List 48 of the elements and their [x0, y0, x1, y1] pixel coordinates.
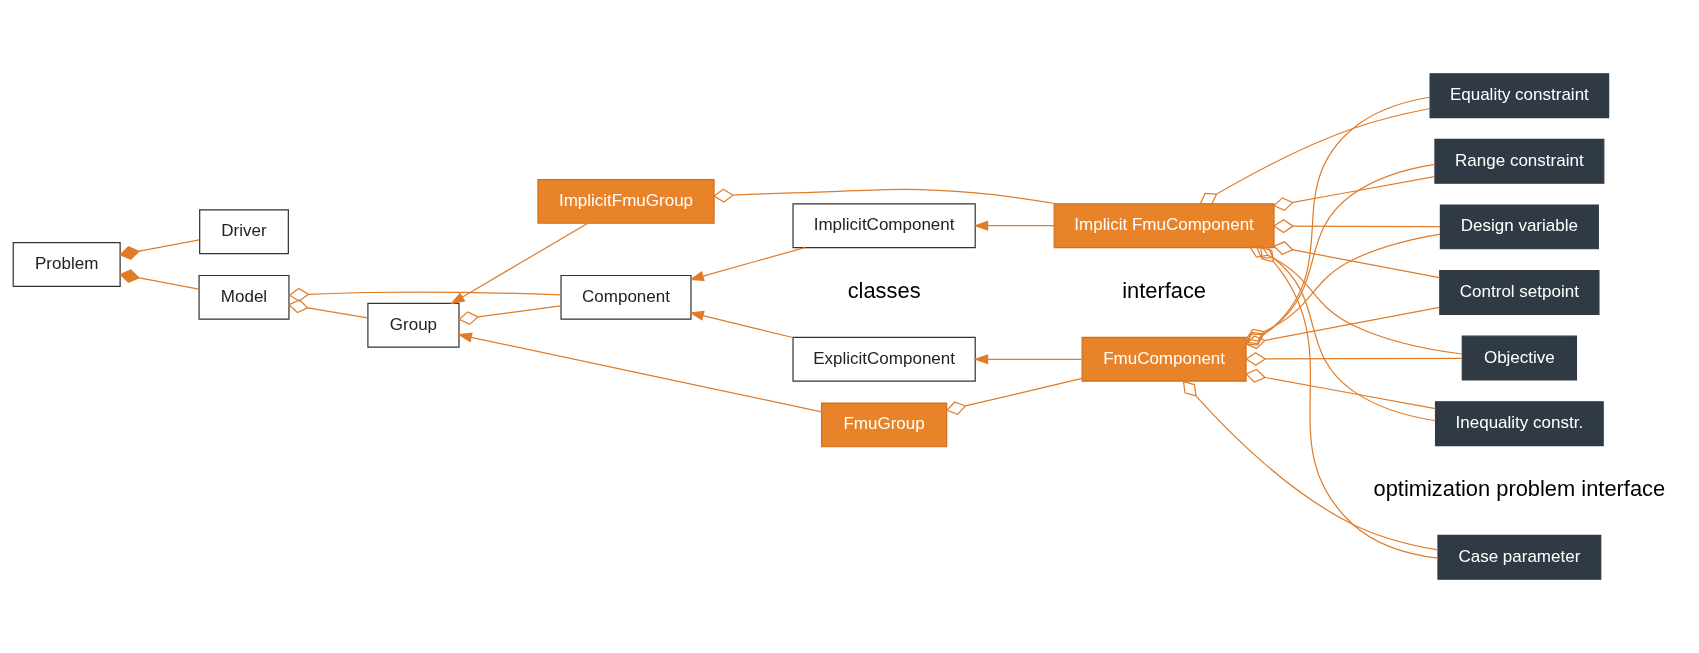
node-box: Group [367, 302, 460, 348]
node-box: Inequality constr. [1434, 401, 1604, 447]
connector [1245, 233, 1441, 342]
connector [1245, 96, 1431, 346]
connector [1255, 246, 1437, 422]
connector [1182, 380, 1439, 551]
label: optimization problem interface [1373, 475, 1666, 501]
connector [1259, 246, 1439, 559]
connector [1199, 107, 1431, 205]
connector [288, 287, 562, 302]
connector [1272, 219, 1441, 234]
connector [458, 305, 562, 326]
node-box: Objective [1461, 335, 1578, 381]
label: classes [847, 277, 921, 303]
connector [1245, 351, 1463, 367]
arrow [457, 332, 823, 413]
arrow [973, 354, 1083, 365]
node-box: Model [198, 274, 290, 320]
connector [288, 299, 369, 319]
connector [1245, 163, 1436, 345]
node-box: Component [560, 274, 692, 320]
arrow [689, 310, 794, 339]
connector [945, 377, 1083, 415]
node-box: ExplicitComponent [792, 336, 976, 382]
connector [119, 239, 200, 260]
node-box: Design variable [1439, 204, 1599, 250]
arrow [450, 222, 588, 305]
node-box: Control setpoint [1439, 270, 1600, 315]
node-box: Range constraint [1434, 138, 1605, 184]
node-box: ImplicitComponent [792, 203, 976, 249]
node-box: Driver [199, 209, 289, 255]
arrow [689, 246, 806, 281]
connector [713, 188, 1057, 205]
connector [1245, 306, 1440, 350]
node-box: Implicit FmuComponent [1053, 203, 1275, 249]
label: interface [1122, 277, 1207, 303]
node-box: FmuGroup [820, 402, 948, 448]
connector [1272, 241, 1441, 279]
node-box: FmuComponent [1081, 336, 1247, 382]
node-box: Problem [12, 242, 121, 288]
connector [119, 269, 200, 290]
connector [1272, 176, 1435, 212]
arrow [973, 220, 1055, 231]
connector [1245, 368, 1437, 410]
node-box: ImplicitFmuGroup [537, 178, 715, 224]
node-box: Case parameter [1437, 534, 1602, 580]
connector [1249, 244, 1463, 355]
node-box: Equality constraint [1429, 73, 1610, 119]
